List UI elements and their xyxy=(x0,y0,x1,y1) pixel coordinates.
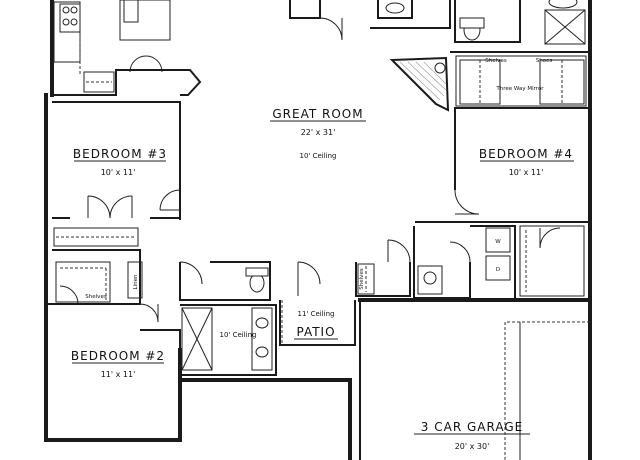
laundry-shelves-label: Shelves xyxy=(359,268,365,290)
patio-ceiling: 11' Ceiling xyxy=(298,310,335,318)
patio-label: PATIO xyxy=(296,325,335,339)
bed4-shelves-label: Shelves xyxy=(485,58,507,64)
bedroom4-label: BEDROOM #4 xyxy=(479,147,573,161)
bedroom4-walls xyxy=(415,108,590,297)
great-room-label: GREAT ROOM xyxy=(272,107,363,121)
kitchen-area xyxy=(52,0,202,96)
bath2-ceiling: 10' Ceiling xyxy=(220,331,257,339)
shoes-label: Shoes xyxy=(536,58,553,64)
garage xyxy=(359,300,590,460)
bedroom3-label: BEDROOM #3 xyxy=(73,147,167,161)
washer-label: W xyxy=(495,239,501,245)
great-room-ceiling: 10' Ceiling xyxy=(300,152,337,160)
bed2-shelves-label: Shelves xyxy=(85,294,107,300)
top-bath-area xyxy=(289,0,586,45)
laundry-area xyxy=(355,225,516,300)
bedroom4-size: 10' x 11' xyxy=(509,168,544,177)
hall-bath xyxy=(179,261,277,376)
dryer-label: D xyxy=(496,267,500,273)
bedroom3-size: 10' x 11' xyxy=(101,168,136,177)
bedroom2-size: 11' x 11' xyxy=(101,370,136,379)
three-way-mirror-label: Three Way Mirror xyxy=(495,86,544,92)
fireplace xyxy=(389,56,450,112)
master-closet xyxy=(450,51,590,109)
great-room-size: 22' x 31' xyxy=(301,128,336,137)
bedroom2-label: BEDROOM #2 xyxy=(71,349,165,363)
garage-label: 3 CAR GARAGE xyxy=(421,420,523,434)
bedroom3-walls xyxy=(52,101,181,305)
linen-label: Linen xyxy=(133,274,139,289)
bedroom2-walls xyxy=(46,261,181,380)
patio-walls xyxy=(279,261,356,346)
garage-size: 20' x 30' xyxy=(455,442,490,451)
